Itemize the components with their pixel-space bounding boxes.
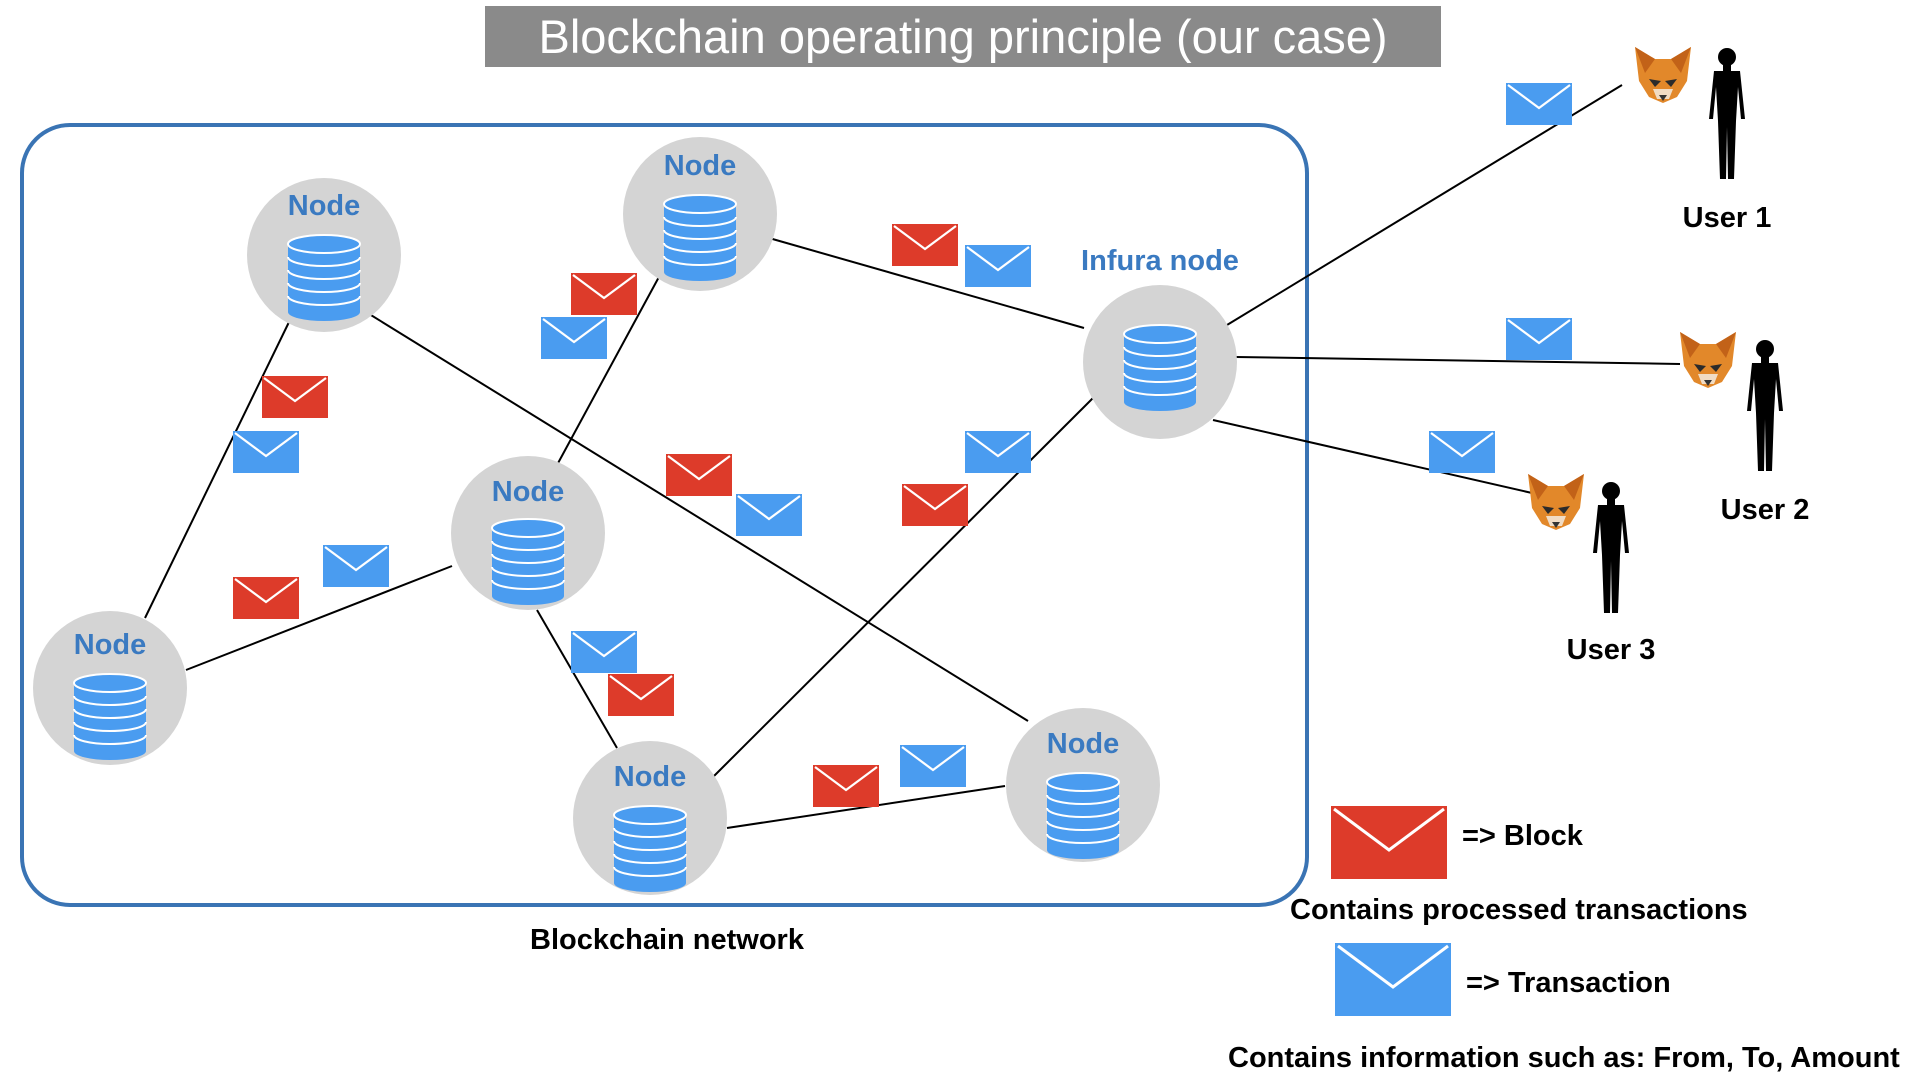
transaction-envelope-icon (1504, 81, 1574, 127)
node-label-infura: Infura node (1081, 245, 1239, 277)
database-stack-icon (1123, 324, 1197, 412)
connection-line (536, 609, 618, 749)
legend-transaction-description: Contains information such as: From, To, … (1228, 1042, 1900, 1074)
node-n5 (573, 741, 727, 895)
diagram-title: Blockchain operating principle (our case… (538, 10, 1388, 63)
database-stack-icon (287, 234, 361, 322)
transaction-envelope-icon (569, 629, 639, 675)
user-3-person-icon (1593, 482, 1629, 613)
database-stack-icon (1046, 772, 1120, 860)
user-label-3: User 3 (1566, 634, 1656, 666)
database-stack-icon (73, 673, 147, 761)
connection-line (556, 274, 661, 466)
legend-transaction-envelope-icon (1335, 943, 1451, 1016)
block-envelope-icon (231, 575, 301, 621)
node-label-n3: Node (491, 476, 565, 508)
connection-line (1235, 356, 1681, 365)
connection-line (365, 311, 1029, 722)
database-stack-icon (663, 194, 737, 282)
connection-line (768, 237, 1085, 329)
node-n6 (1006, 708, 1160, 862)
user-label-2: User 2 (1720, 494, 1810, 526)
legend-block-envelope-icon (1331, 806, 1447, 879)
title-background (485, 6, 1441, 67)
connection-line (712, 397, 1094, 778)
user-label-1: User 1 (1682, 202, 1772, 234)
user-1-person-icon (1709, 48, 1745, 179)
connection-line (1212, 419, 1533, 494)
block-envelope-icon (606, 672, 676, 718)
user-2-person-icon (1747, 340, 1783, 471)
node-label-n5: Node (613, 761, 687, 793)
blockchain-network-boundary (20, 123, 1309, 907)
block-envelope-icon (811, 763, 881, 809)
fox-wallet-icon (1635, 47, 1691, 103)
fox-wallet-icon (1528, 474, 1584, 530)
connection-line (144, 319, 291, 619)
network-caption: Blockchain network (530, 924, 804, 956)
node-label-n4: Node (73, 629, 147, 661)
node-infura (1083, 285, 1237, 439)
fox-wallet-icon (1680, 332, 1736, 388)
node-n1 (247, 178, 401, 332)
block-envelope-icon (890, 222, 960, 268)
block-envelope-icon (900, 482, 970, 528)
node-label-n2: Node (663, 150, 737, 182)
legend-block-description: Contains processed transactions (1290, 894, 1748, 926)
message-envelopes (231, 81, 1574, 809)
database-stack-icon (613, 805, 687, 893)
block-envelope-icon (569, 271, 639, 317)
block-envelope-icon (260, 374, 330, 420)
node-n2 (623, 137, 777, 291)
node-n4 (33, 611, 187, 765)
transaction-envelope-icon (1504, 316, 1574, 362)
transaction-envelope-icon (539, 315, 609, 361)
transaction-envelope-icon (898, 743, 968, 789)
connection-line (185, 565, 453, 671)
transaction-envelope-icon (231, 429, 301, 475)
node-label-n6: Node (1046, 728, 1120, 760)
transaction-envelope-icon (321, 543, 391, 589)
legend-transaction-label: => Transaction (1466, 967, 1671, 999)
transaction-envelope-icon (734, 492, 804, 538)
node-n3 (451, 456, 605, 610)
block-envelope-icon (664, 452, 734, 498)
transaction-envelope-icon (963, 243, 1033, 289)
legend-block-label: => Block (1462, 820, 1583, 852)
node-label-n1: Node (287, 190, 361, 222)
database-stack-icon (491, 518, 565, 606)
transaction-envelope-icon (1427, 429, 1497, 475)
transaction-envelope-icon (963, 429, 1033, 475)
